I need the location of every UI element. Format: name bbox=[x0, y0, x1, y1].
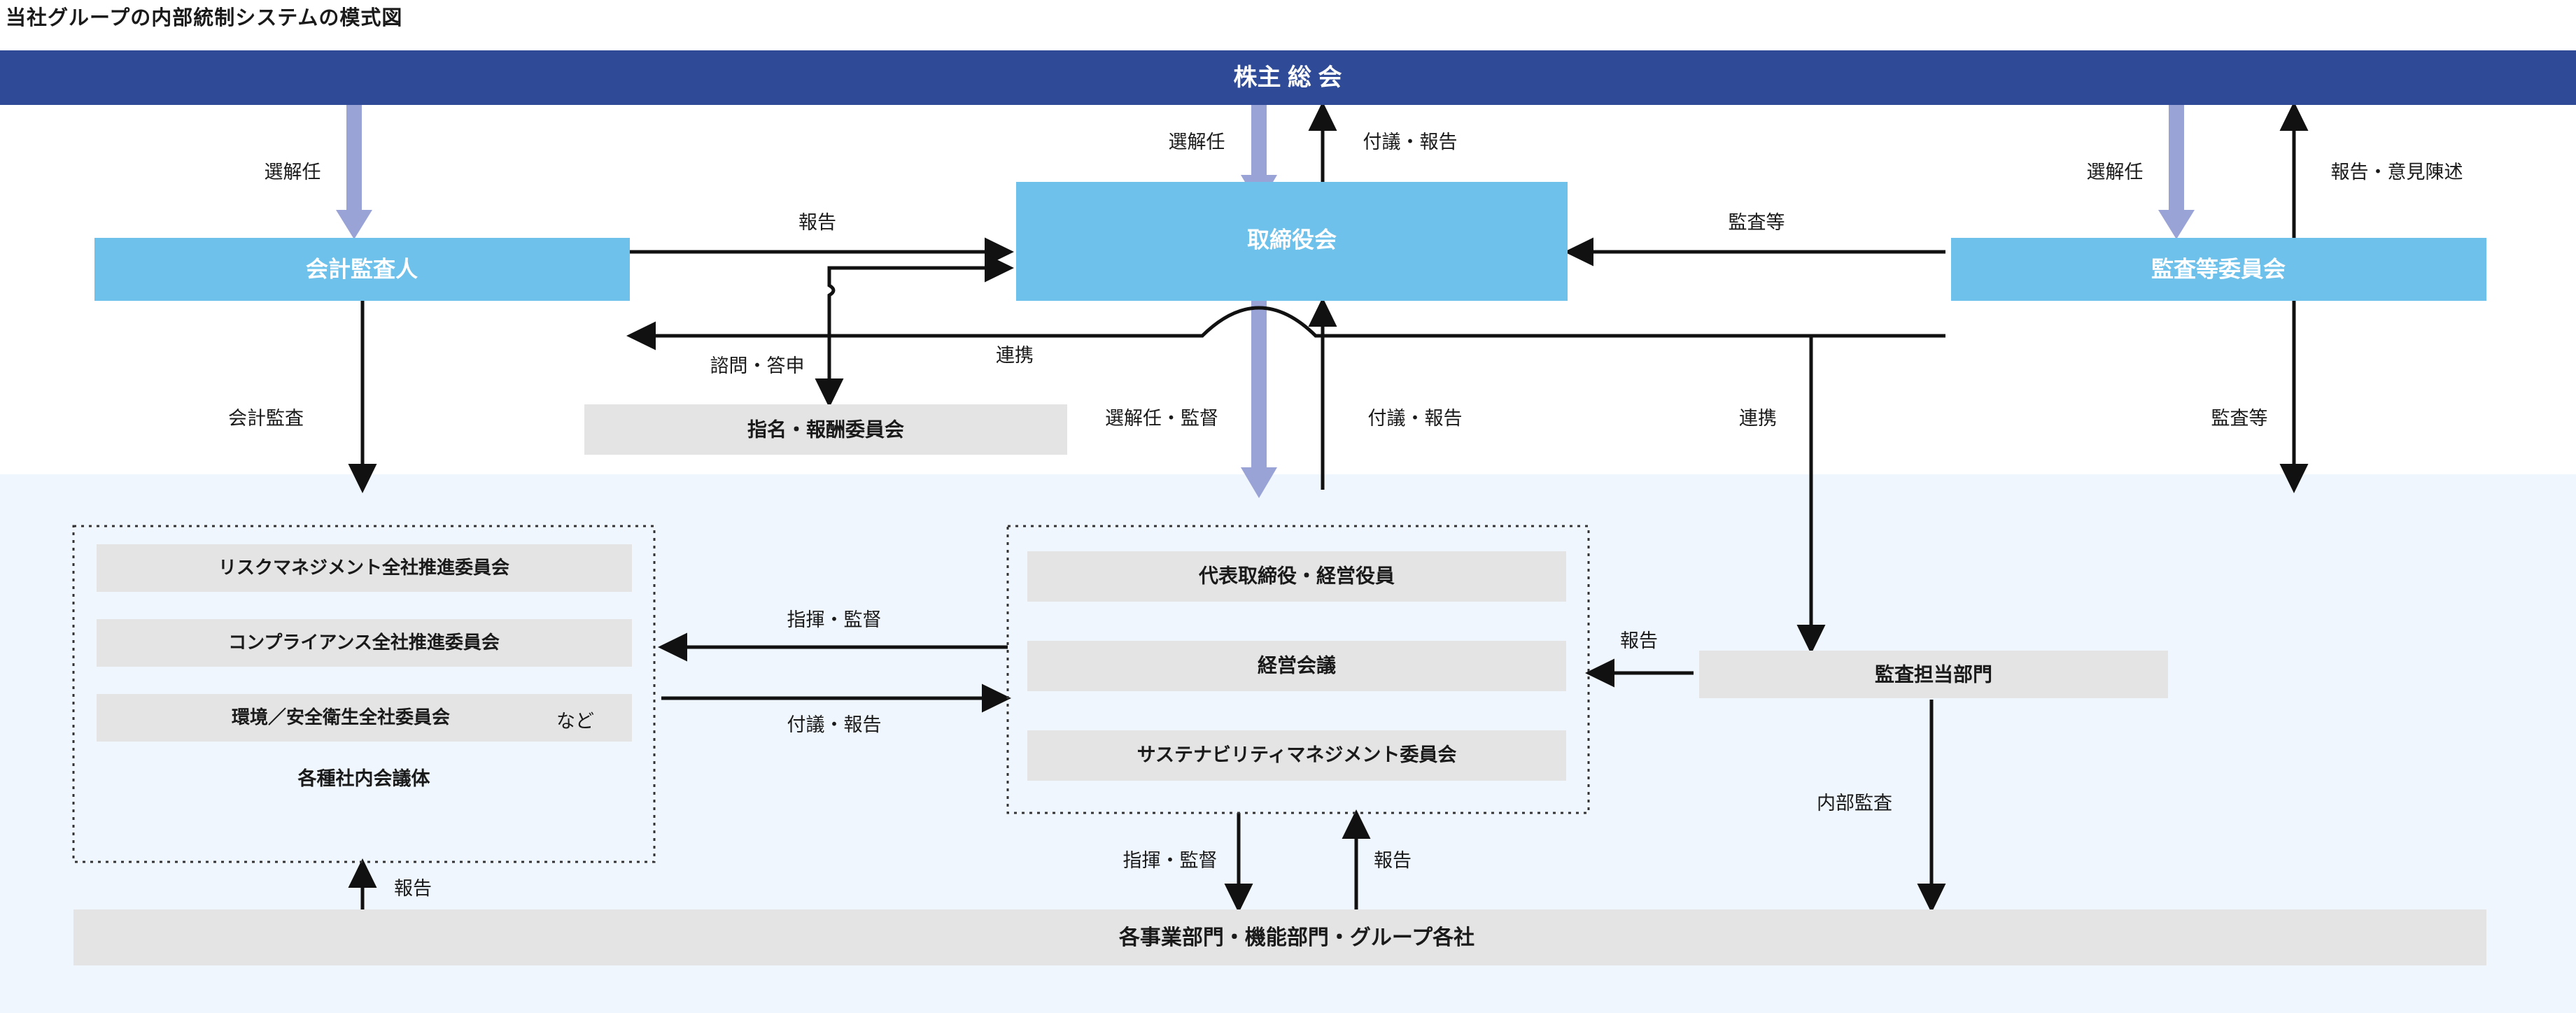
council-item-risk-management-label: リスクマネジメント全社推進委員会 bbox=[218, 557, 509, 578]
council-item-risk-management[interactable] bbox=[97, 544, 632, 592]
group-management: 代表取締役・経営役員 経営会議 サステナビリティマネジメント委員会 bbox=[1006, 525, 1590, 814]
arrow-appointment-supervision-to-management bbox=[1241, 280, 1277, 498]
line-nomination-committee-up-to-board bbox=[827, 253, 1014, 301]
management-item-sustainability-committee-label: サステナビリティマネジメント委員会 bbox=[1137, 744, 1457, 765]
edge-label-divisions-report: 報告 bbox=[1374, 850, 1412, 871]
edge-label-direction-supervision-councils: 指揮・監督 bbox=[787, 609, 882, 630]
management-item-representative-directors[interactable] bbox=[1027, 551, 1566, 602]
node-shareholders-meeting[interactable]: 株主 総 会 bbox=[0, 50, 2576, 105]
council-item-environment-safety[interactable] bbox=[97, 694, 632, 742]
edge-label-cooperation-auditor-board: 連携 bbox=[996, 345, 1034, 366]
edge-label-management-to-board: 付議・報告 bbox=[1368, 408, 1463, 429]
edge-label-audit-committee-report-opinion: 報告・意見陳述 bbox=[2331, 162, 2463, 183]
edge-label-appointment-supervision: 選解任・監督 bbox=[1105, 408, 1218, 429]
edge-label-selection-accounting-auditor: 選解任 bbox=[265, 162, 321, 183]
council-item-etc-suffix: など bbox=[556, 711, 594, 732]
node-audit-department[interactable]: 監査担当部門 bbox=[1699, 651, 2168, 698]
edge-label-accounting-audit: 会計監査 bbox=[228, 408, 304, 429]
node-board-of-directors-label: 取締役会 bbox=[1247, 227, 1337, 252]
node-nomination-compensation-committee[interactable]: 指名・報酬委員会 bbox=[584, 404, 1067, 455]
management-item-sustainability-committee[interactable] bbox=[1027, 730, 1566, 781]
node-audit-department-label: 監査担当部門 bbox=[1875, 663, 1992, 685]
council-item-environment-safety-label: 環境／安全衛生全社委員会 bbox=[232, 707, 450, 728]
edge-label-audit-department-report: 報告 bbox=[1620, 630, 1658, 651]
edge-label-divisions-to-councils-report: 報告 bbox=[394, 878, 432, 899]
edge-label-audit-etc-down: 監査等 bbox=[2211, 408, 2268, 429]
management-item-management-meeting-label: 経営会議 bbox=[1258, 653, 1336, 676]
node-nomination-compensation-committee-label: 指名・報酬委員会 bbox=[747, 418, 904, 440]
node-audit-committee[interactable]: 監査等委員会 bbox=[1951, 238, 2486, 301]
node-accounting-auditor[interactable]: 会計監査人 bbox=[94, 238, 630, 301]
council-item-compliance[interactable] bbox=[97, 619, 632, 667]
edge-label-councils-to-management: 付議・報告 bbox=[787, 714, 882, 735]
node-audit-committee-label: 監査等委員会 bbox=[2151, 256, 2286, 281]
line-cooperation-audit-committee-to-accounting-auditor bbox=[626, 306, 1945, 350]
node-business-divisions[interactable]: 各事業部門・機能部門・グループ各社 bbox=[73, 909, 2486, 965]
management-item-representative-directors-label: 代表取締役・経営役員 bbox=[1198, 564, 1395, 586]
node-board-of-directors[interactable]: 取締役会 bbox=[1016, 182, 1568, 301]
edge-label-report-to-board: 報告 bbox=[798, 212, 836, 233]
group-internal-councils-caption: 各種社内会議体 bbox=[297, 767, 431, 789]
edge-label-direction-supervision-divisions: 指揮・監督 bbox=[1123, 850, 1218, 871]
group-internal-councils: リスクマネジメント全社推進委員会 コンプライアンス全社推進委員会 環境／安全衛生… bbox=[72, 525, 656, 863]
management-item-management-meeting[interactable] bbox=[1027, 641, 1566, 691]
edge-label-selection-audit-committee: 選解任 bbox=[2087, 162, 2144, 183]
node-accounting-auditor-label: 会計監査人 bbox=[306, 256, 418, 281]
council-item-compliance-label: コンプライアンス全社推進委員会 bbox=[228, 632, 500, 653]
edge-label-audit-etc-to-board: 監査等 bbox=[1729, 212, 1785, 233]
edge-label-selection-board: 選解任 bbox=[1169, 132, 1225, 153]
node-business-divisions-label: 各事業部門・機能部門・グループ各社 bbox=[1118, 926, 1474, 949]
node-shareholders-meeting-label: 株主 総 会 bbox=[1234, 64, 1342, 91]
edge-label-internal-audit: 内部監査 bbox=[1817, 793, 1892, 814]
page-title: 当社グループの内部統制システムの模式図 bbox=[6, 7, 403, 29]
edge-label-consultation-report: 諮問・答申 bbox=[710, 355, 805, 376]
edge-label-cooperation-audit-department: 連携 bbox=[1739, 408, 1777, 429]
edge-label-board-report-to-shareholders: 付議・報告 bbox=[1363, 132, 1458, 153]
